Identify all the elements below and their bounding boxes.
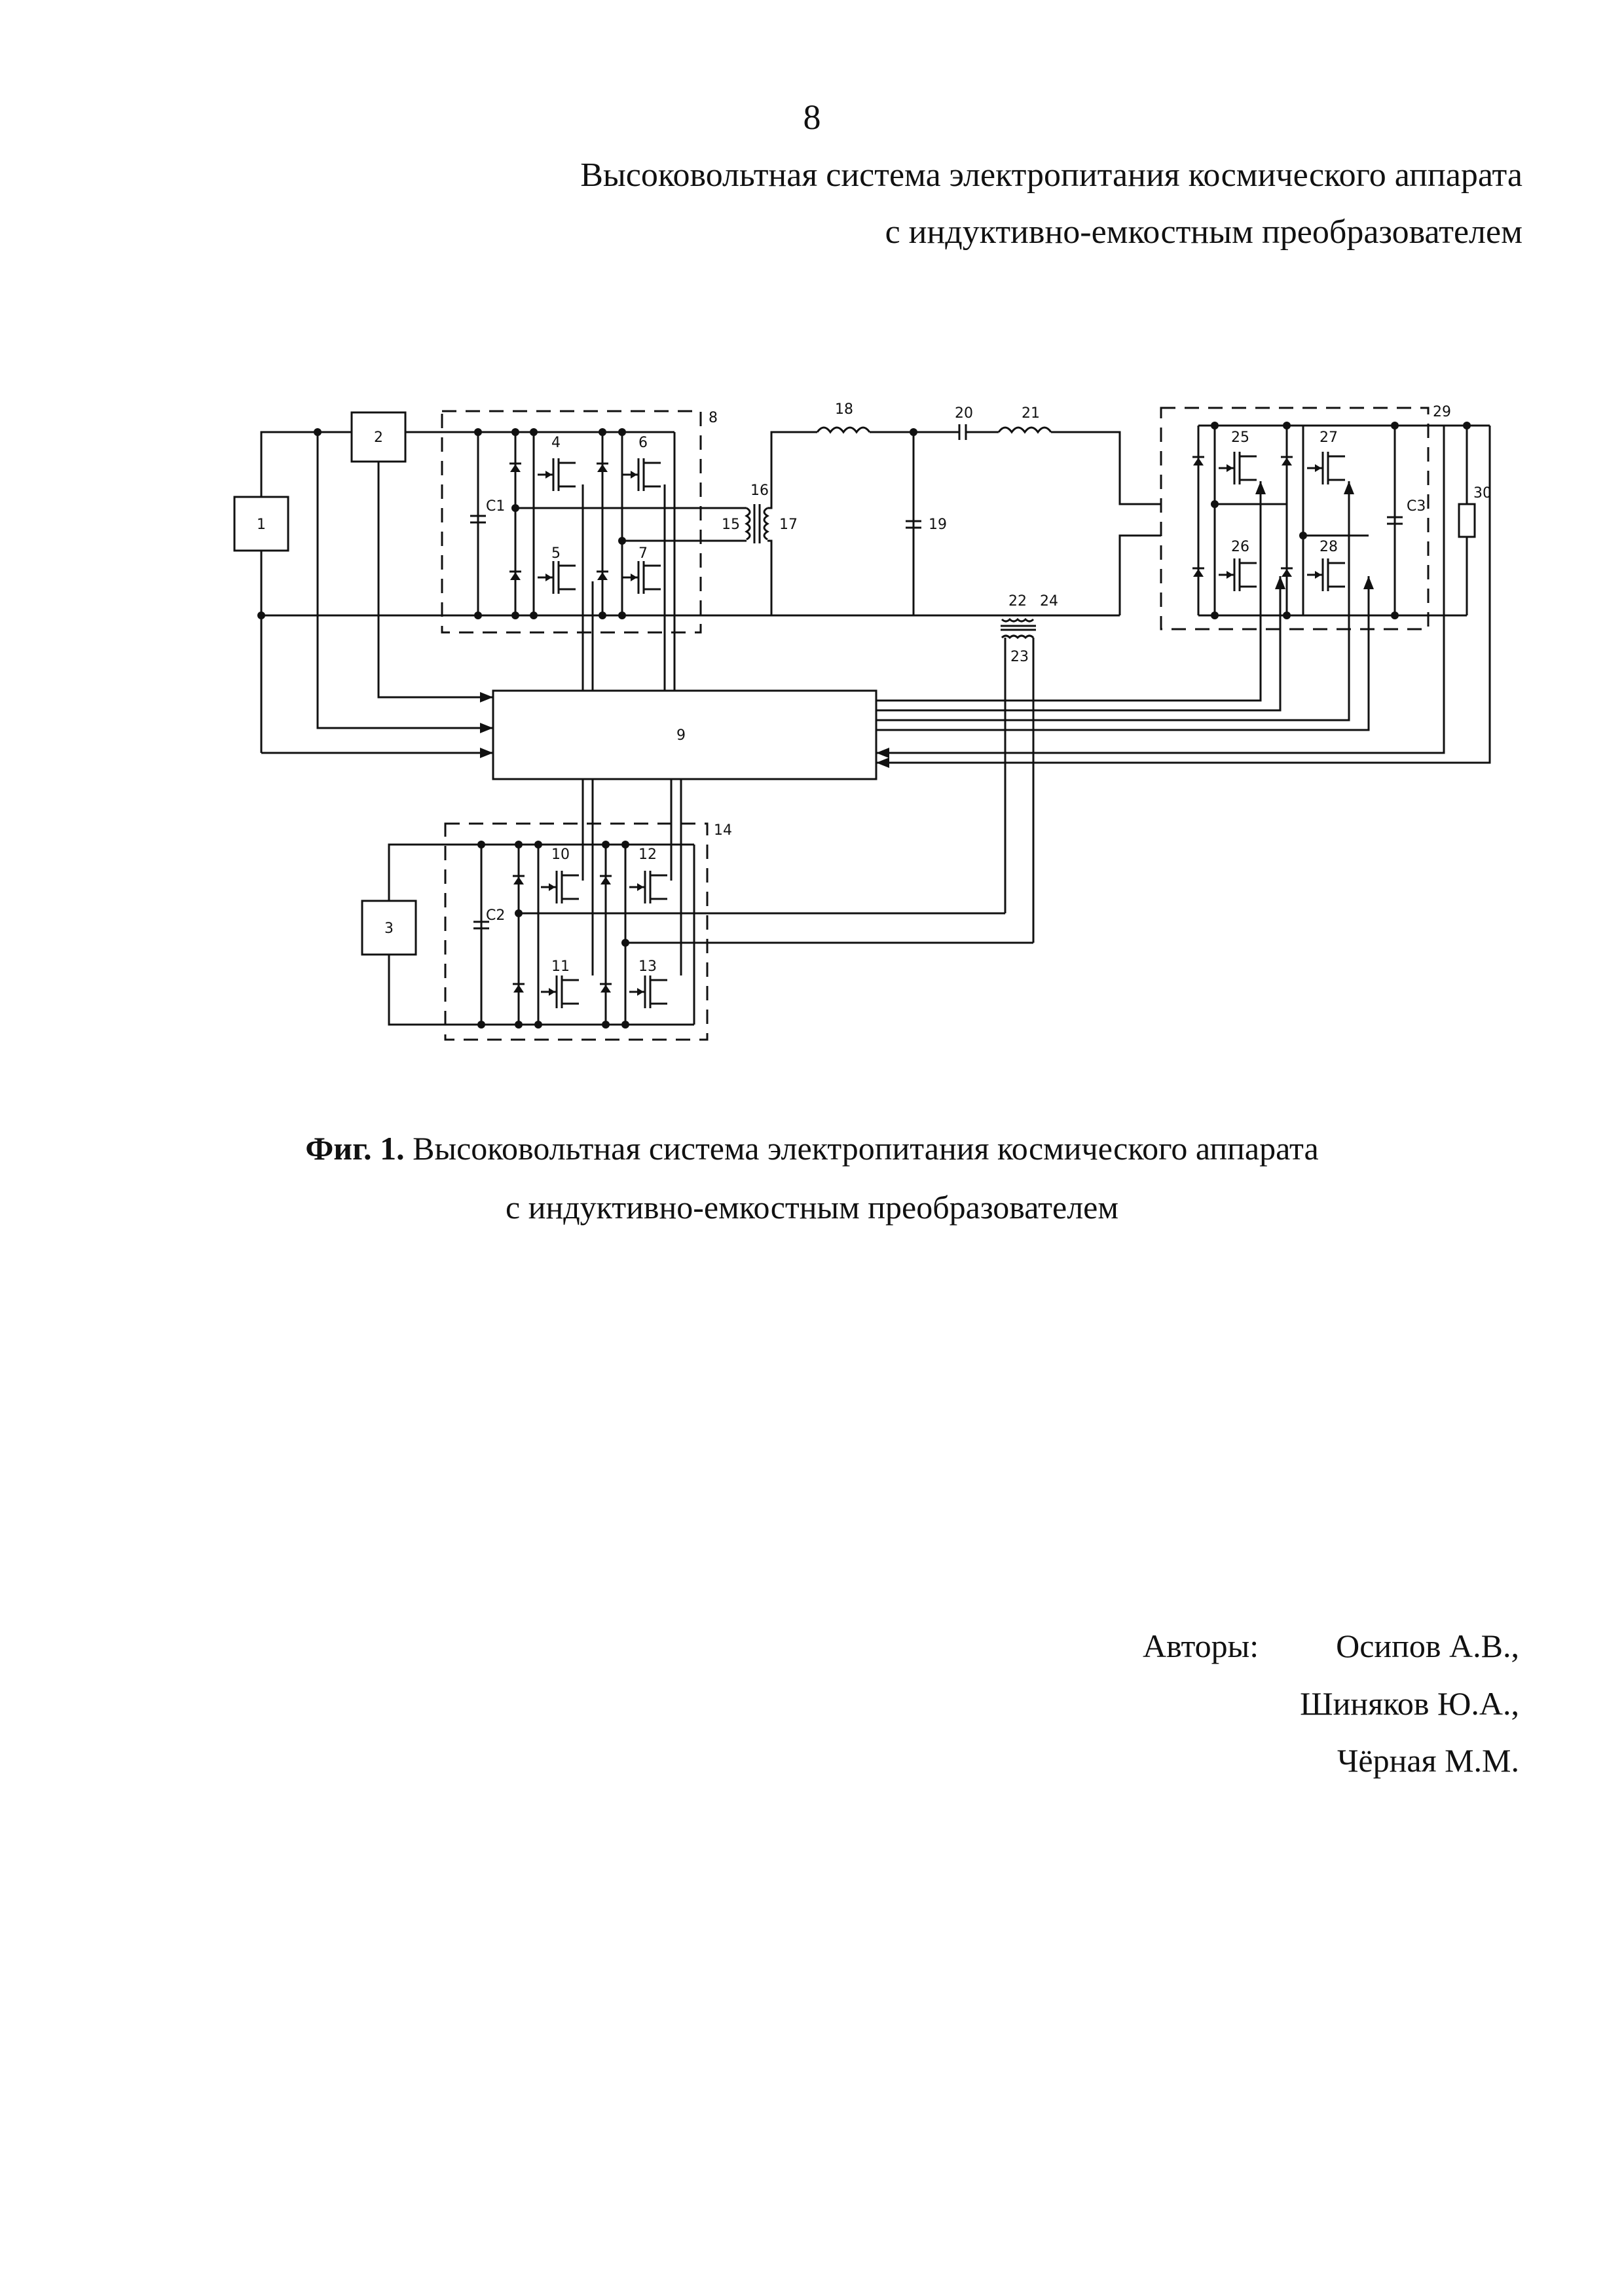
inverter-group-14 <box>444 822 709 1041</box>
label-8: 8 <box>709 410 718 426</box>
page-number: 8 <box>803 98 821 137</box>
label-c3: С3 <box>1407 498 1426 515</box>
label-27: 27 <box>1320 429 1338 446</box>
label-11: 11 <box>551 958 570 975</box>
label-15: 15 <box>722 517 740 533</box>
label-c2: С2 <box>486 907 505 924</box>
rectifier-group-29 <box>1160 407 1430 630</box>
label-block-2: 2 <box>374 429 383 446</box>
label-block-1: 1 <box>257 517 266 533</box>
figure-caption-line-2: с индуктивно-емкостным преобразователем <box>506 1189 1118 1226</box>
label-13: 13 <box>638 958 657 975</box>
label-block-9: 9 <box>676 727 686 744</box>
label-30: 30 <box>1473 485 1492 501</box>
authors-label: Авторы: <box>1143 1628 1259 1664</box>
label-12: 12 <box>638 847 657 863</box>
page-title-line-1: Высоковольтная система электропитания ко… <box>580 156 1522 194</box>
label-16: 16 <box>750 483 769 499</box>
page-title-line-2: с индуктивно-емкостным преобразователем <box>885 213 1522 251</box>
label-28: 28 <box>1320 539 1338 555</box>
circuit-diagram: 1 2 3 9 4 5 6 7 8 10 11 12 13 14 15 16 1… <box>233 401 1492 1041</box>
label-20: 20 <box>955 405 973 422</box>
label-22: 22 <box>1008 593 1027 610</box>
figure-caption-line-1: Фиг. 1. Высоковольтная система электропи… <box>0 1129 1624 1167</box>
label-10: 10 <box>551 847 570 863</box>
label-25: 25 <box>1231 429 1249 446</box>
label-6: 6 <box>638 435 648 451</box>
label-c1: С1 <box>486 498 505 515</box>
label-17: 17 <box>779 517 798 533</box>
inverter-group-8 <box>441 410 702 634</box>
author-name: Чёрная М.М. <box>1337 1742 1519 1779</box>
label-24: 24 <box>1040 593 1058 610</box>
figure-caption-text: Высоковольтная система электропитания ко… <box>404 1130 1319 1167</box>
label-14: 14 <box>714 822 732 839</box>
label-26: 26 <box>1231 539 1249 555</box>
label-block-3: 3 <box>384 920 394 937</box>
label-21: 21 <box>1022 405 1040 422</box>
author-name: Шиняков Ю.А., <box>1300 1685 1519 1722</box>
control-block-9 <box>492 689 877 780</box>
figure-caption-number: Фиг. 1. <box>305 1130 405 1167</box>
label-18: 18 <box>835 401 853 418</box>
label-29: 29 <box>1433 404 1451 420</box>
author-name: Осипов А.В., <box>1336 1628 1519 1664</box>
label-5: 5 <box>551 545 561 562</box>
label-4: 4 <box>551 435 561 451</box>
label-19: 19 <box>929 517 947 533</box>
label-23: 23 <box>1010 649 1029 665</box>
label-7: 7 <box>638 545 648 562</box>
